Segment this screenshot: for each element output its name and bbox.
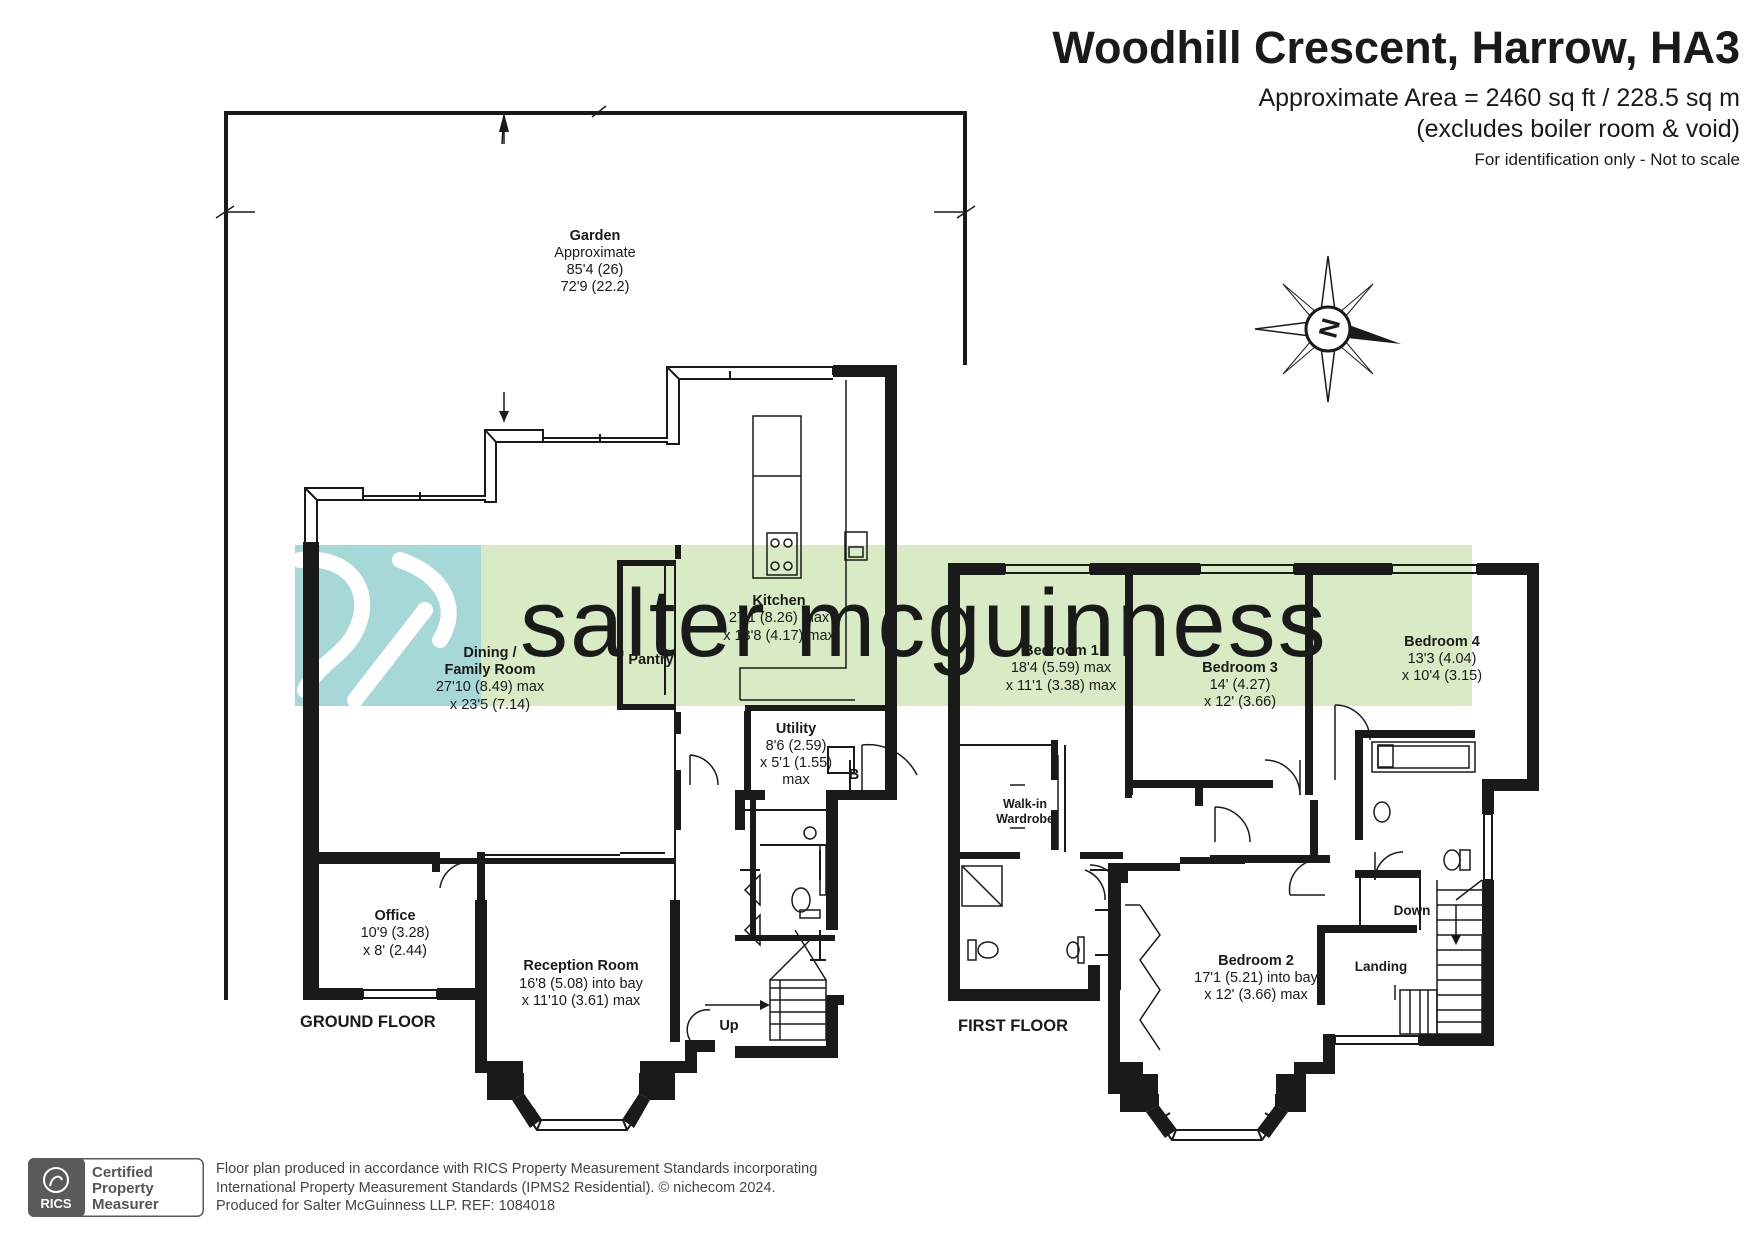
wardrobe-fittings [1010,755,1161,1051]
landing-label: Landing [1355,959,1408,974]
first-stairs [1394,879,1483,1035]
office-window [362,989,438,999]
office-dim-1: 10'9 (3.28) [361,925,430,941]
garden-dim-1: Approximate [554,245,635,261]
rear-glazing [304,366,834,542]
bedroom4-dim-2: x 10'4 (3.15) [1402,668,1482,684]
office-walls [316,852,485,902]
ground-floor-plan [303,365,918,1131]
boiler-label: B [849,767,859,783]
reception-label: Reception Room [523,958,638,974]
garden-label: Garden [570,228,621,244]
room-labels: Garden Approximate 85'4 (26) 72'9 (22.2)… [361,228,1483,1034]
bedroom2-dim-2: x 12' (3.66) max [1204,987,1308,1003]
bedroom2-dim-1: 17'1 (5.21) into bay [1194,970,1318,986]
dining-label-2: Family Room [444,662,535,678]
rics-certified-badge: RICS Certified Property Measurer [28,1158,204,1217]
watermark-text: salter mcguinness [520,570,1328,677]
utility-dim-2: x 5'1 (1.55) [760,755,832,771]
bedroom1-dim-1: 18'4 (5.59) max [1011,660,1112,676]
wardrobe-label-2: Wardrobe [996,812,1054,826]
rics-badge-frame [28,1158,204,1217]
bedroom1-label: Bedroom 1 [1023,643,1099,659]
reception-dim-2: x 11'10 (3.61) max [522,993,641,1009]
ground-floor-label: GROUND FLOOR [300,1013,436,1031]
bedroom4-label: Bedroom 4 [1404,634,1480,650]
pantry-label: Pantry [628,652,673,668]
bedroom3-label: Bedroom 3 [1202,660,1278,676]
kitchen-fittings [739,380,868,701]
bedroom4-dim-1: 13'3 (4.04) [1408,651,1477,667]
disclaimer: For identification only - Not to scale [1474,150,1740,169]
bedroom3-dim-1: 14' (4.27) [1210,677,1271,693]
watermark-band [295,545,1472,706]
rics-line-1: Certified [92,1164,153,1181]
utility-dim-1: 8'6 (2.59) [766,738,827,754]
first-windows [967,564,1493,1045]
bedroom1-dim-2: x 11'1 (3.38) max [1006,678,1117,694]
kitchen-dim-1: 27'1 (8.26) max [729,610,830,626]
ground-internal-lines [480,560,851,1040]
first-doors [1084,704,1404,901]
garden-boundary [215,105,976,1000]
garden-dim-3: 72'9 (22.2) [561,279,630,295]
garden-dim-2: 85'4 (26) [567,262,624,278]
rics-crest-icon [43,1167,69,1193]
first-bathroom-fittings [961,741,1476,964]
utility-label: Utility [776,721,816,737]
dining-label-1: Dining / [463,645,516,661]
stairs-down-label: Down [1394,903,1431,918]
reception-bay-walls [487,1061,675,1128]
office-label: Office [374,908,415,924]
ground-wc-fittings [743,826,827,947]
dining-dim-2: x 23'5 (7.14) [450,697,530,713]
rics-abbr: RICS [40,1196,71,1211]
property-title: Woodhill Crescent, Harrow, HA3 [1052,22,1740,73]
footer-notes: Floor plan produced in accordance with R… [216,1160,817,1216]
footer-line-2: International Property Measurement Stand… [216,1179,776,1196]
compass-rose: N [1254,255,1401,403]
footer-line-1: Floor plan produced in accordance with R… [216,1161,818,1177]
ground-stairs [686,929,827,1041]
office-dim-2: x 8' (2.44) [363,943,427,959]
rics-line-2: Property [92,1180,154,1197]
first-floor-label: FIRST FLOOR [958,1017,1068,1035]
footer-line-3: Produced for Salter McGuinness LLP. REF:… [216,1198,556,1214]
wardrobe-label-1: Walk-in [1003,797,1047,811]
floor-labels: GROUND FLOOR FIRST FLOOR [300,1013,1068,1035]
stairs-up-label: Up [719,1018,738,1034]
utility-fittings [439,743,918,889]
first-floor-plan [948,563,1539,1141]
bedroom3-dim-2: x 12' (3.66) [1204,694,1276,710]
kitchen-label: Kitchen [752,593,805,609]
rics-badge-dark [28,1158,85,1217]
bedroom2-label: Bedroom 2 [1218,953,1294,969]
watermark-logo-icon [292,551,457,708]
kitchen-dim-2: x 13'8 (4.17) max [723,628,835,644]
area-exclusions: (excludes boiler room & void) [1416,115,1740,143]
reception-dim-1: 16'8 (5.08) into bay [519,976,643,992]
approximate-area: Approximate Area = 2460 sq ft / 228.5 sq… [1258,84,1740,112]
watermark: salter mcguinness [292,545,1472,708]
bedroom2-bay-walls [1120,1074,1306,1138]
rics-line-3: Measurer [92,1196,159,1213]
dining-dim-1: 27'10 (8.49) max [436,679,545,695]
utility-dim-3: max [782,772,810,788]
